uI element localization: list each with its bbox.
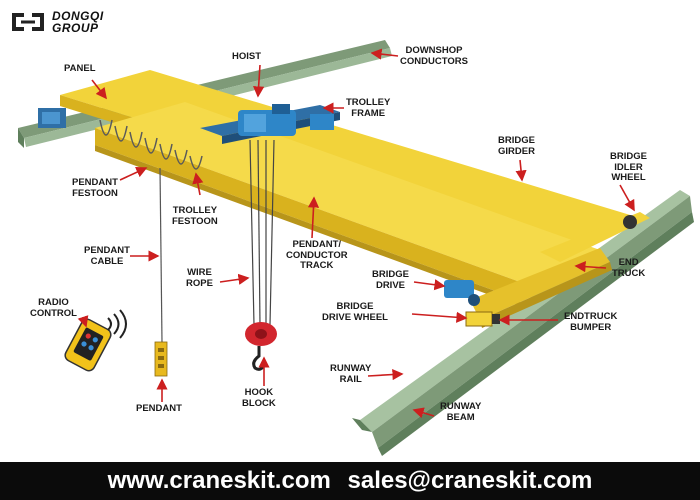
label-bridge-idler-wheel: BRIDGE IDLER WHEEL — [610, 151, 647, 183]
bridge-drive-motor — [444, 280, 480, 306]
label-trolley-frame: TROLLEY FRAME — [346, 97, 391, 119]
label-runway-rail: RUNWAY RAIL — [330, 363, 372, 385]
wire-ropes — [249, 139, 275, 326]
label-pendant-festoon: PENDANT FESTOON — [72, 177, 118, 199]
footer-contact-line: www.craneskit.com sales@craneskit.com — [0, 467, 700, 495]
crane-diagram — [18, 40, 694, 456]
hoist-unit — [238, 104, 334, 136]
brand-line-2: GROUP — [52, 21, 99, 35]
runway-beam-front — [352, 190, 694, 456]
label-bridge-girder: BRIDGE GIRDER — [498, 135, 535, 157]
label-wire-rope: WIRE ROPE — [186, 267, 213, 289]
label-runway-beam: RUNWAY BEAM — [440, 401, 482, 423]
brand-header: DONGQI GROUP — [6, 6, 146, 40]
label-hook-block: HOOK BLOCK — [242, 387, 276, 409]
pendant-station — [154, 341, 168, 377]
hook-block-assembly — [245, 322, 277, 371]
label-pendant: PENDANT — [136, 403, 182, 414]
pendant-cable-line — [159, 167, 163, 343]
leader-arrows — [77, 48, 635, 419]
festoon-end-assembly — [38, 108, 66, 128]
label-radio-control: RADIO CONTROL — [30, 297, 77, 319]
label-pendant-conductor-track: PENDANT/ CONDUCTOR TRACK — [286, 239, 348, 271]
label-bridge-drive: BRIDGE DRIVE — [372, 269, 409, 291]
label-hoist: HOIST — [232, 51, 262, 62]
dongqi-logo-icon — [12, 13, 44, 31]
footer-email-link[interactable]: sales@craneskit.com — [347, 467, 593, 494]
bridge-girder-front — [95, 102, 600, 306]
label-downshop-conductors: DOWNSHOP CONDUCTORS — [400, 45, 468, 67]
radio-control-device — [64, 309, 127, 372]
contact-footer: www.craneskit.com sales@craneskit.com — [0, 462, 700, 500]
label-trolley-festoon: TROLLEY FESTOON — [172, 205, 218, 227]
brand-line-1: DONGQI — [52, 9, 104, 23]
footer-website-link[interactable]: www.craneskit.com — [107, 467, 331, 494]
label-end-truck: END TRUCK — [612, 257, 646, 279]
label-endtruck-bumper: ENDTRUCK BUMPER — [564, 311, 618, 333]
pendant-festoon-loops — [99, 119, 203, 170]
drive-wheel-and-bumper — [465, 215, 637, 327]
label-panel: PANEL — [64, 63, 96, 74]
label-bridge-drive-wheel: BRIDGE DRIVE WHEEL — [322, 301, 388, 323]
label-pendant-cable: PENDANT CABLE — [84, 245, 130, 267]
brand-name: DONGQI GROUP — [52, 10, 104, 34]
